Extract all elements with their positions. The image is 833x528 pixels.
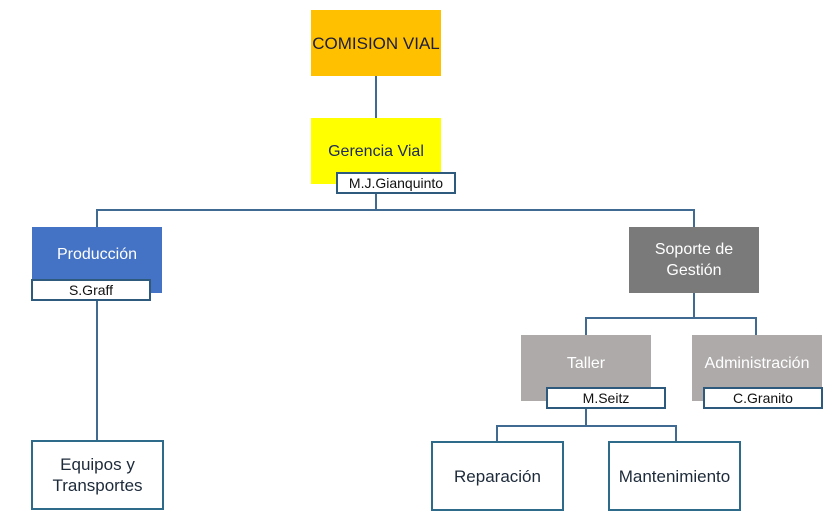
node-label: Mantenimiento (618, 466, 731, 486)
person-produccion: S.Graff (31, 279, 151, 301)
node-label-line2: Transportes (52, 476, 143, 495)
person-name: S.Graff (68, 282, 114, 298)
node-label-line1: Soporte de (654, 241, 734, 258)
node-label: Administración (704, 354, 810, 372)
connector-level2-bar (585, 317, 757, 336)
person-name: C.Granito (733, 390, 793, 406)
node-soporte-gestion: Soporte de Gestión (629, 227, 759, 293)
person-administracion: C.Granito (703, 387, 823, 409)
connector-level1-bar (96, 209, 695, 229)
person-name: M.J.Gianquinto (348, 175, 444, 191)
person-gerencia: M.J.Gianquinto (336, 172, 456, 194)
node-label: Producción (56, 245, 138, 263)
node-equipos-transportes: Equipos y Transportes (31, 440, 164, 510)
node-comision-vial: COMISION VIAL (311, 10, 441, 76)
node-label: Taller (566, 354, 606, 372)
node-label: COMISION VIAL (312, 33, 440, 53)
node-reparacion: Reparación (431, 441, 564, 511)
node-label-line1: Equipos y (60, 455, 135, 474)
node-label-line2: Gestión (666, 262, 722, 279)
connector-level3-bar (496, 425, 677, 441)
person-taller: M.Seitz (546, 387, 666, 409)
node-label: Reparación (454, 466, 541, 486)
person-name: M.Seitz (582, 390, 630, 406)
node-mantenimiento: Mantenimiento (608, 441, 741, 511)
node-label: Gerencia Vial (328, 142, 424, 160)
